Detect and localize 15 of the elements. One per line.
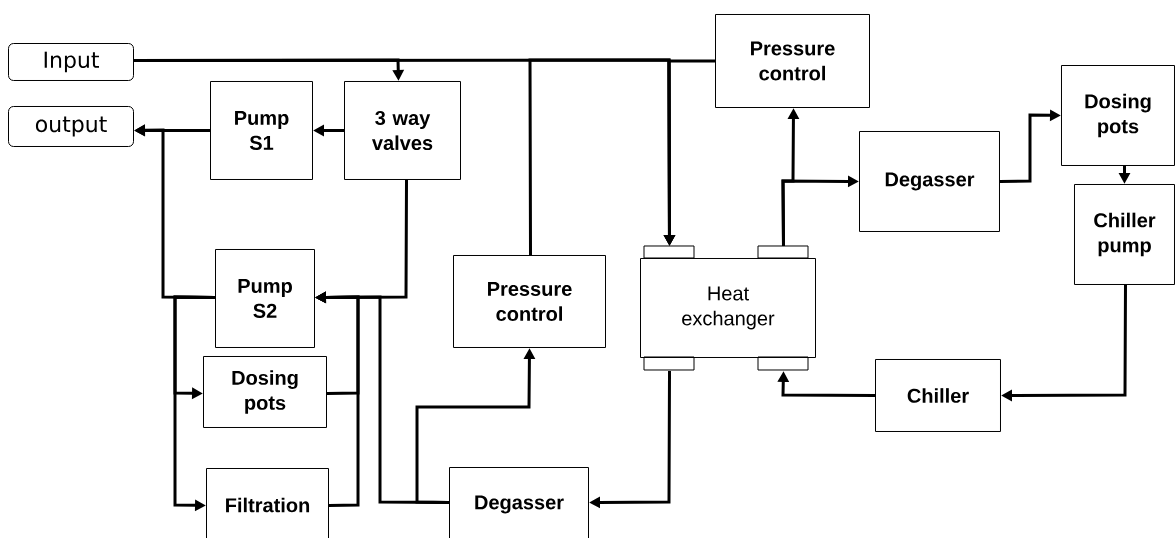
process-box: Pressure control xyxy=(715,14,870,108)
rounded-box: output xyxy=(8,106,134,147)
process-box: 3 way valves xyxy=(344,81,461,180)
process-box: Pump S1 xyxy=(210,81,313,180)
process-box: Dosing pots xyxy=(203,356,327,428)
process-box: Chiller pump xyxy=(1074,184,1175,285)
rounded-box: Input xyxy=(8,43,134,81)
process-box: Degasser xyxy=(859,131,1000,232)
process-box: Pump S2 xyxy=(215,249,315,348)
heat-exchanger-box: Heat exchanger xyxy=(640,245,816,371)
process-box: Chiller xyxy=(875,359,1001,432)
process-box: Degasser xyxy=(449,467,589,538)
process-box: Filtration xyxy=(206,468,329,538)
process-box: Pressure control xyxy=(453,255,606,348)
process-box: Dosing pots xyxy=(1061,65,1175,166)
